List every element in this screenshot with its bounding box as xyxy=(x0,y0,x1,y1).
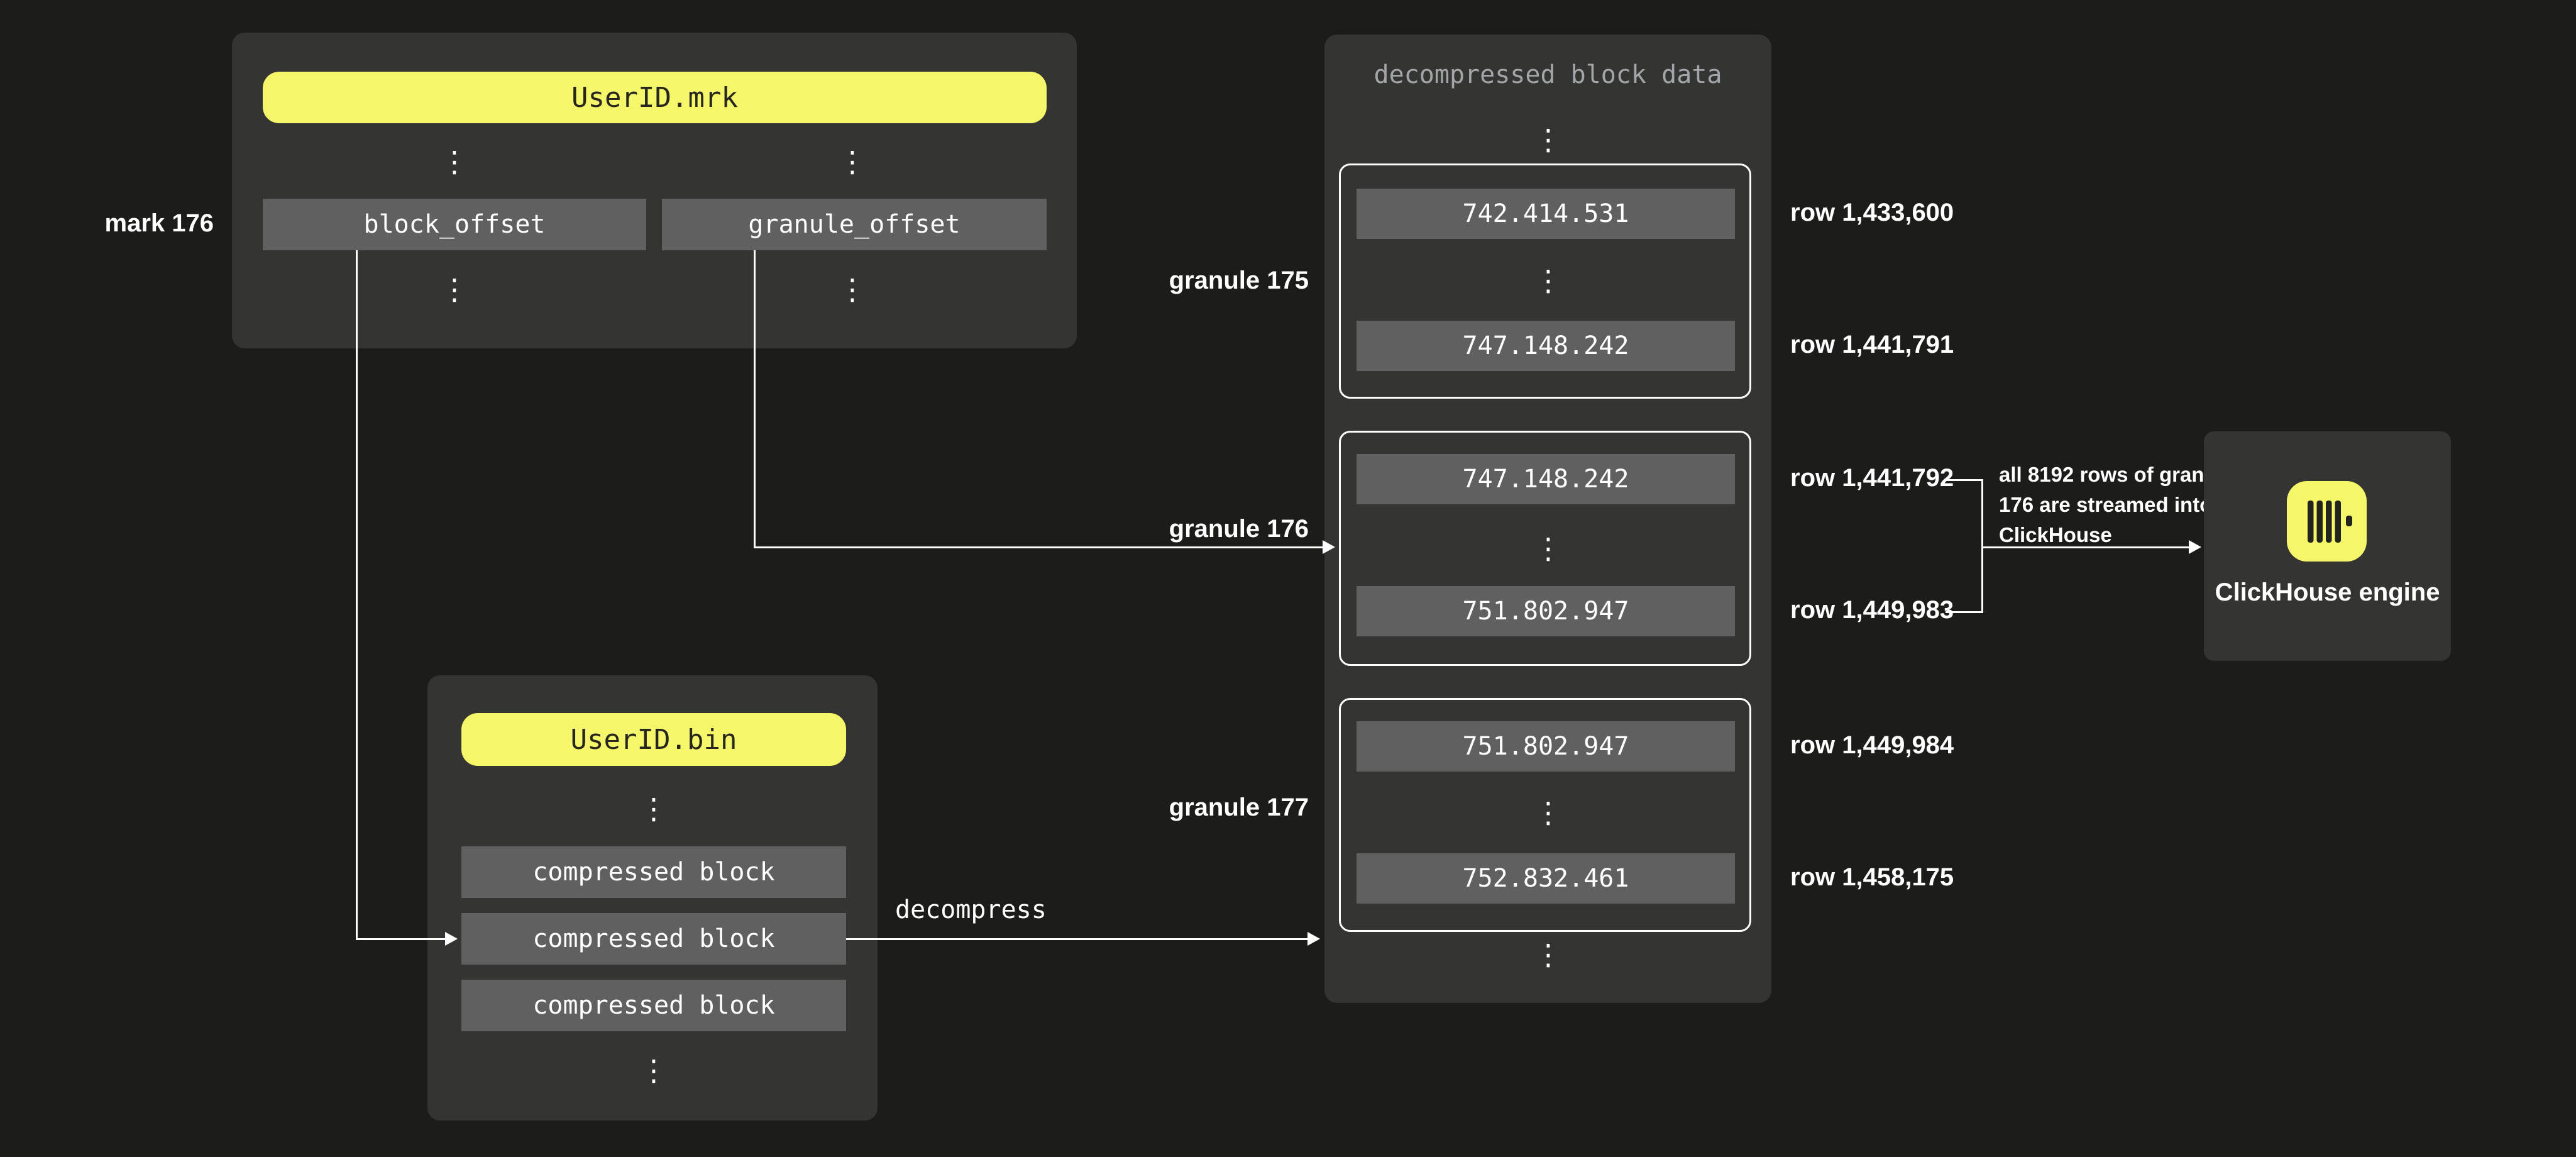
compressed-block-row-2: compressed block xyxy=(461,913,846,965)
compressed-block-row-1: compressed block xyxy=(461,846,846,898)
clickhouse-engine-label: ClickHouse engine xyxy=(2215,578,2440,606)
granule-177-ellipsis: ⋮ xyxy=(1534,795,1563,829)
granule-176-last-value-row: 751.802.947 xyxy=(1357,586,1735,636)
compressed-block-label-1: compressed block xyxy=(532,858,775,887)
granule-offset-connector-horizontal xyxy=(754,546,1323,548)
row-label-1441791: row 1,441,791 xyxy=(1790,331,1954,358)
decompressed-ellipsis-bottom: ⋮ xyxy=(1534,938,1563,972)
block-offset-label: block_offset xyxy=(363,210,546,239)
row-label-1441792: row 1,441,792 xyxy=(1790,464,1954,492)
mrk-file-title-pill: UserID.mrk xyxy=(263,72,1047,123)
granule-176-ellipsis: ⋮ xyxy=(1534,531,1563,565)
granule-175-group xyxy=(1339,163,1751,399)
mrk-ellipsis-bottom-left: ⋮ xyxy=(440,272,469,306)
clickhouse-logo-icon xyxy=(2287,481,2367,562)
compressed-block-row-3: compressed block xyxy=(461,980,846,1031)
stream-arrow-line xyxy=(1981,546,2189,548)
granule-offset-arrowhead-icon xyxy=(1323,540,1335,554)
granule-175-last-value-row: 747.148.242 xyxy=(1357,321,1735,371)
bracket-vertical-line xyxy=(1981,479,1983,613)
mrk-ellipsis-top-left: ⋮ xyxy=(440,145,469,179)
row-label-1458175: row 1,458,175 xyxy=(1790,863,1954,891)
granule-177-last-value-row: 752.832.461 xyxy=(1357,853,1735,904)
bin-file-title: UserID.bin xyxy=(570,723,737,756)
block-offset-field: block_offset xyxy=(263,199,646,250)
granule-177-last-value: 752.832.461 xyxy=(1462,864,1629,893)
stream-annotation-line-1: all 8192 rows of granule xyxy=(1999,463,2235,486)
decompress-arrow-line xyxy=(846,938,1307,940)
mrk-ellipsis-top-right: ⋮ xyxy=(838,145,867,179)
row-label-1449984: row 1,449,984 xyxy=(1790,731,1954,759)
mrk-file-title: UserID.mrk xyxy=(571,81,738,114)
decompress-label: decompress xyxy=(895,895,1047,924)
granule-offset-label: granule_offset xyxy=(748,210,960,239)
stream-annotation-line-3: ClickHouse xyxy=(1999,523,2112,546)
granule-176-last-value: 751.802.947 xyxy=(1462,597,1629,626)
granule-177-first-value: 751.802.947 xyxy=(1462,732,1629,761)
block-offset-arrowhead-icon xyxy=(445,932,458,946)
bracket-top-tick xyxy=(1946,479,1981,481)
granule-177-group xyxy=(1339,698,1751,932)
row-label-1433600: row 1,433,600 xyxy=(1790,199,1954,226)
granule-177-label: granule 177 xyxy=(1169,794,1309,821)
row-label-1449983: row 1,449,983 xyxy=(1790,596,1954,624)
compressed-block-label-3: compressed block xyxy=(532,991,775,1020)
stream-arrowhead-icon xyxy=(2189,540,2201,554)
stream-annotation: all 8192 rows of granule 176 are streame… xyxy=(1999,460,2234,550)
mrk-ellipsis-bottom-right: ⋮ xyxy=(838,272,867,306)
granule-176-first-value: 747.148.242 xyxy=(1462,465,1629,494)
granule-offset-connector-vertical xyxy=(754,250,756,548)
granule-175-first-value-row: 742.414.531 xyxy=(1357,189,1735,239)
granule-176-group xyxy=(1339,431,1751,666)
granule-175-first-value: 742.414.531 xyxy=(1462,199,1629,228)
bin-ellipsis-top: ⋮ xyxy=(639,792,668,826)
bracket-bottom-tick xyxy=(1946,611,1981,613)
decompressed-ellipsis-top: ⋮ xyxy=(1534,123,1563,157)
granule-175-ellipsis: ⋮ xyxy=(1534,263,1563,297)
granule-177-first-value-row: 751.802.947 xyxy=(1357,721,1735,772)
granule-175-label: granule 175 xyxy=(1169,267,1309,294)
granule-176-label: granule 176 xyxy=(1169,515,1309,543)
bin-file-title-pill: UserID.bin xyxy=(461,713,846,766)
granule-offset-field: granule_offset xyxy=(662,199,1047,250)
compressed-block-label-2: compressed block xyxy=(532,924,775,953)
decompressed-panel-title: decompressed block data xyxy=(1373,60,1722,89)
block-offset-connector-horizontal xyxy=(356,938,445,940)
bin-ellipsis-bottom: ⋮ xyxy=(639,1053,668,1087)
granule-175-last-value: 747.148.242 xyxy=(1462,331,1629,360)
decompress-arrowhead-icon xyxy=(1307,932,1320,946)
block-offset-connector-vertical xyxy=(356,250,358,939)
granule-176-first-value-row: 747.148.242 xyxy=(1357,454,1735,504)
stream-annotation-line-2: 176 are streamed into xyxy=(1999,493,2213,516)
mark-176-label: mark 176 xyxy=(104,209,214,237)
